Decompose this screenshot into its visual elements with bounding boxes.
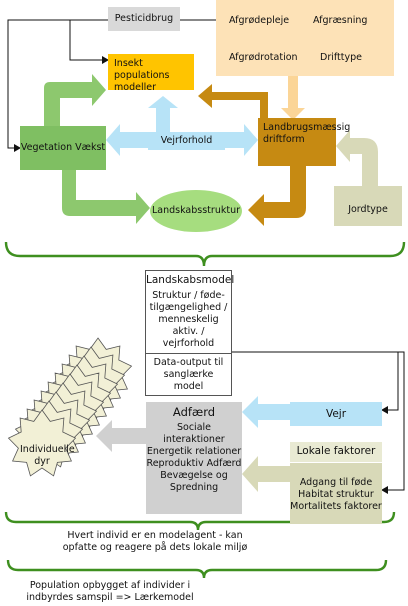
agricultural-box: Landbrugsmæssig driftform [258, 118, 350, 166]
driftform-to-insect-arrow [198, 84, 268, 118]
farm-practice-4: Drifttype [320, 52, 362, 63]
local-to-behaviour-arrow [242, 456, 290, 492]
farm-practice-3: Afgrødrotation [229, 52, 298, 63]
landscape-model-box: Landskabsmodel Struktur / føde-tilgængel… [145, 270, 235, 396]
behaviour-to-individuals-arrow [96, 420, 146, 452]
caption-individual: Hvert individ er en modelagent - kan opf… [62, 530, 248, 553]
behaviour-box: Adfærd Sociale interaktioner Energetik r… [146, 402, 242, 514]
individual-animals-label: Individuelle dyr [20, 444, 75, 467]
pesticide-label: Pesticidbrug [114, 13, 174, 24]
connector-lines [7, 19, 405, 494]
individual-star [7, 409, 77, 477]
vegetation-box: Vegetation Vækst [20, 126, 106, 170]
farm-practice-1: Afgrødepleje [229, 15, 290, 26]
data-output-label: Data-output til sanglærke model [153, 357, 224, 392]
weather-to-behaviour-arrow [242, 396, 290, 428]
pesticide-box: Pesticidbrug [108, 7, 180, 31]
farm-practices-panel [216, 0, 394, 76]
weather-small-box: Vejr [290, 402, 382, 426]
local-factors-title: Lokale faktorer [290, 442, 382, 463]
local-factor-item: Habitat struktur [298, 489, 374, 500]
caption-population: Population opbygget af individer i indby… [26, 580, 194, 603]
landscape-structure-ellipse: Landskabsstruktur [150, 190, 242, 232]
weather-box: Vejrforhold [148, 132, 225, 150]
soil-box: Jordtype [334, 186, 402, 226]
top-brace [4, 241, 406, 267]
weather-to-vegetation-arrow [106, 124, 148, 156]
farm-to-driftform-arrow [281, 76, 305, 120]
individual-stars-stack [7, 337, 133, 477]
behaviour-item: Reproduktiv Adfærd [146, 458, 242, 469]
vegetation-to-landscape-arrow [62, 170, 150, 224]
weather-to-insect-arrow [148, 96, 178, 132]
farm-practice-2: Afgræsning [313, 15, 368, 26]
individual-brace [4, 511, 396, 531]
population-brace [6, 559, 388, 579]
landscape-model-title: Landskabsmodel [146, 274, 235, 286]
insect-models-box: Insekt populations modeller [108, 54, 194, 93]
local-factors-box: Lokale faktorer Adgang til føde Habitat … [290, 442, 382, 524]
behaviour-title: Adfærd [172, 405, 216, 419]
behaviour-item: Energetik relationer [146, 446, 242, 457]
landscape-model-divider [146, 353, 231, 354]
behaviour-item: Sociale interaktioner [163, 422, 225, 445]
weather-to-driftform-arrow [225, 124, 258, 156]
behaviour-item: Bevægelse og Spredning [160, 470, 228, 493]
driftform-to-landscape-arrow [248, 166, 306, 226]
local-factor-item: Mortalitets faktorer [290, 501, 382, 512]
local-factor-item: Adgang til føde [299, 477, 373, 488]
landscape-model-body: Struktur / føde-tilgængelighed / mennesk… [149, 290, 228, 349]
vegetation-to-insect-arrow [44, 74, 106, 126]
soil-to-driftform-arrow [336, 130, 378, 186]
